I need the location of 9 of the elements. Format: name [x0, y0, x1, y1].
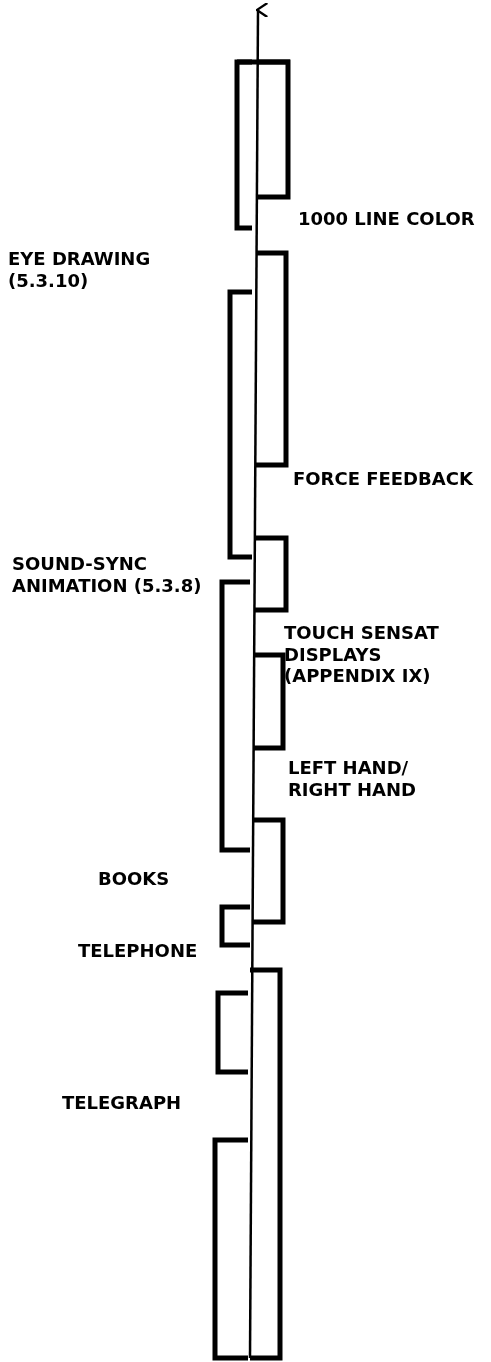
timeline-label: FORCE FEEDBACK: [293, 468, 473, 490]
timeline-label: LEFT HAND/ RIGHT HAND: [288, 757, 417, 801]
timeline-label: 1000 LINE COLOR: [298, 208, 476, 230]
timeline-label: TELEPHONE: [78, 940, 199, 962]
timeline-label: EYE DRAWING (5.3.10): [8, 248, 152, 292]
timeline-label: BOOKS: [98, 868, 171, 890]
timeline-label: SOUND-SYNC ANIMATION (5.3.8): [12, 553, 203, 597]
timeline-label: TELEGRAPH: [62, 1092, 183, 1114]
timeline-label: TOUCH SENSAT DISPLAYS (APPENDIX IX): [284, 622, 440, 687]
